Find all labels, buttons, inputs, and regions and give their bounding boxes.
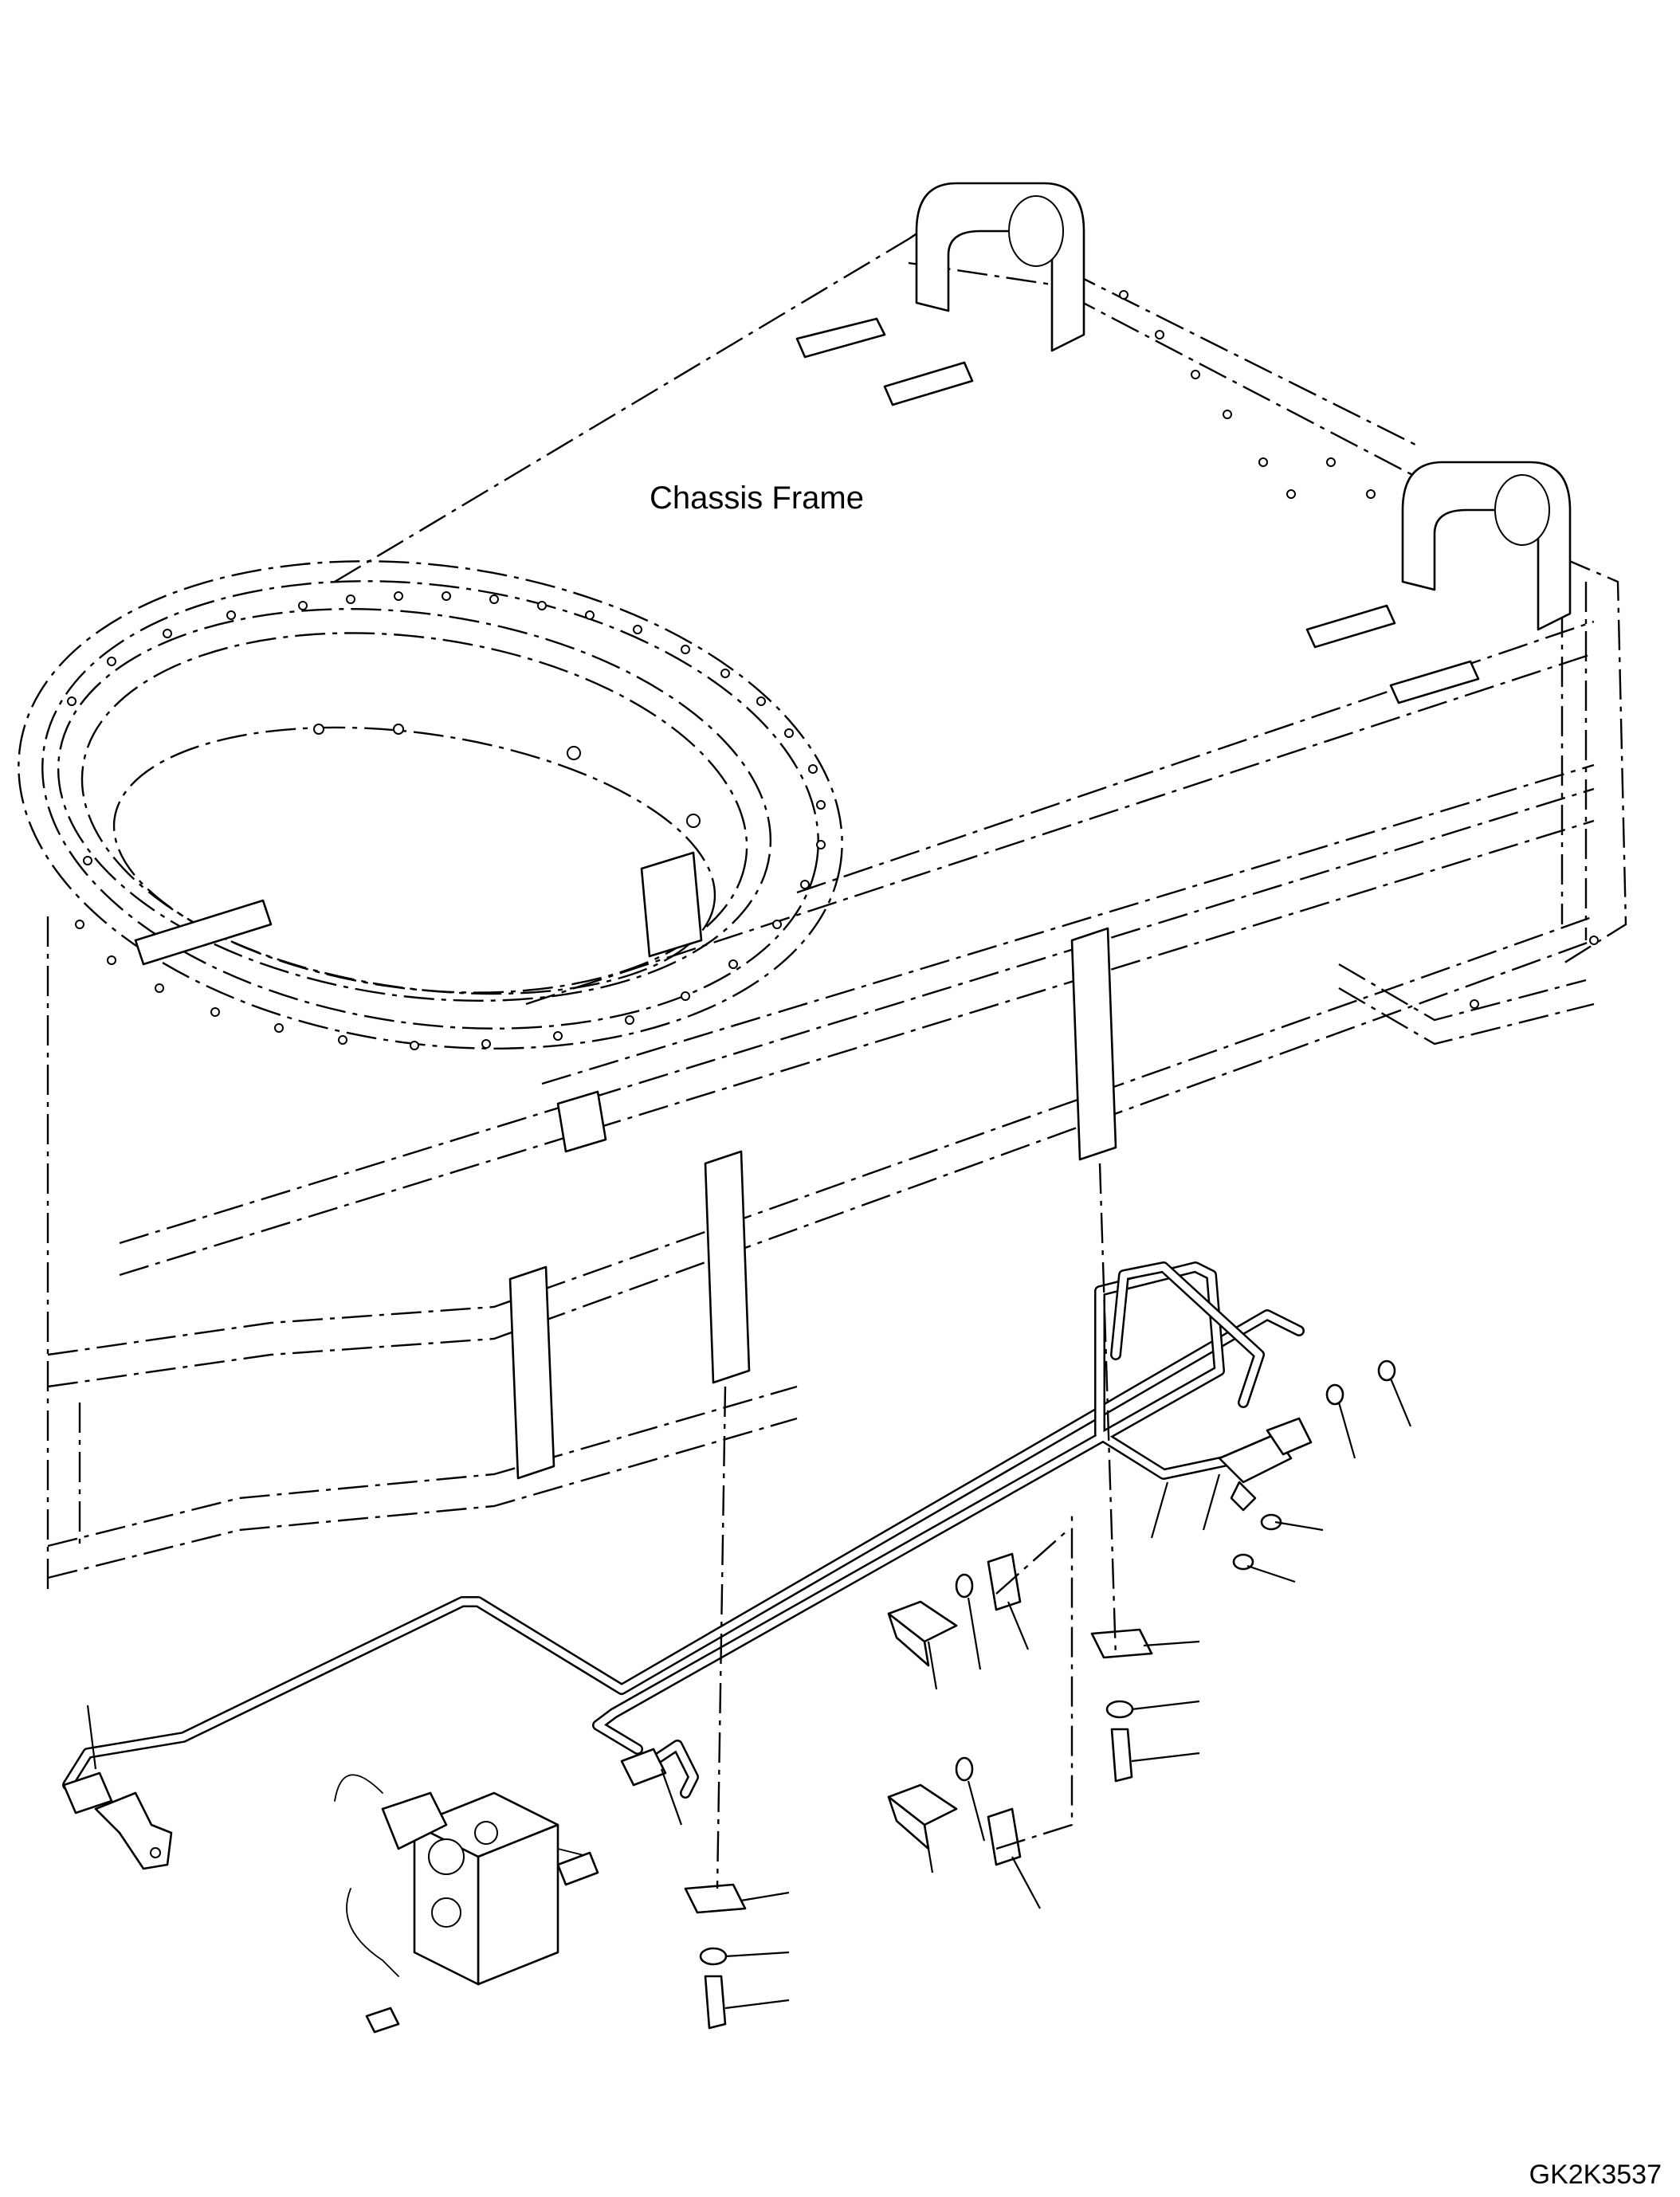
frame-lugs: [134, 182, 1572, 1480]
drawing-code: GK2K3537: [1529, 2160, 1662, 2190]
chassis-frame: [18, 222, 1627, 1594]
valve-block: [334, 1774, 599, 2034]
tee-fitting: [1218, 1417, 1313, 1512]
bolt: [704, 1600, 1133, 2030]
ring-bolt-holes: [67, 591, 826, 1050]
elbow-fitting: [62, 1771, 173, 1870]
frame-label: Chassis Frame: [650, 481, 864, 516]
o-ring: [1232, 1359, 1396, 1571]
clamp-plate: [684, 1552, 1153, 1914]
alignment-lines: [716, 1163, 1117, 1889]
hydraulic-tube-long: [62, 1309, 1305, 1791]
hydraulic-tube-loop: [592, 1261, 1265, 1799]
frame-holes: [1119, 290, 1599, 1009]
nut-fitting: [620, 1748, 667, 1787]
leader-lines: [86, 1378, 1412, 2010]
